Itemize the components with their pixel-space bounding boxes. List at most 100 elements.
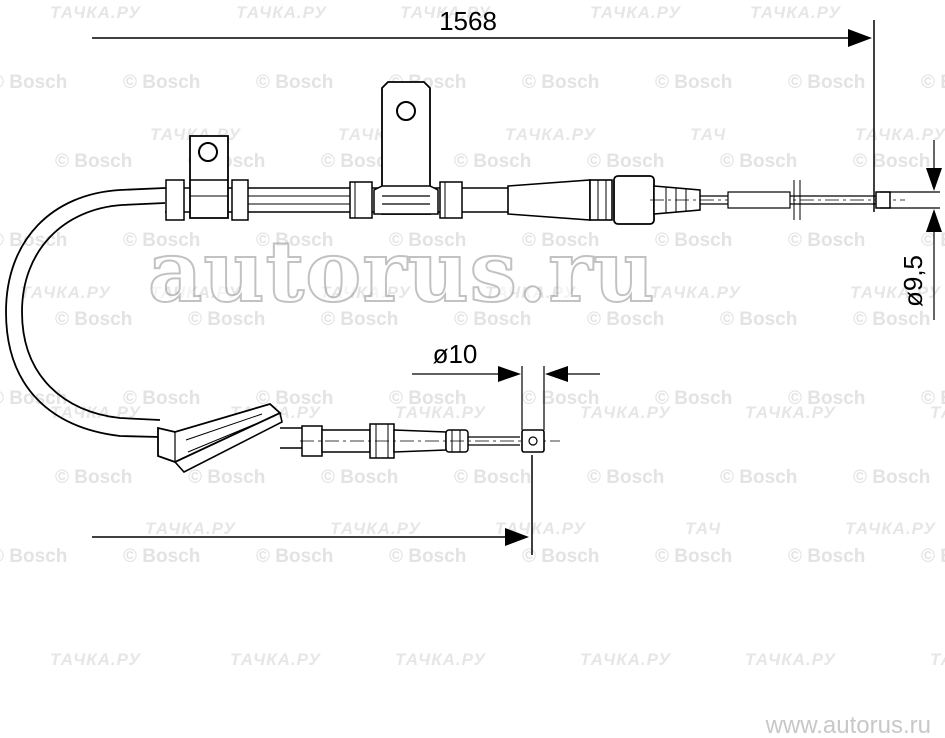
tachka-watermark: ТАЧКА.РУ [590, 3, 681, 22]
bosch-watermark: © Bosch [853, 151, 930, 172]
end-diameter-label: ø9,5 [898, 255, 928, 307]
bottom-reference-dimension [92, 455, 533, 555]
bosch-watermark: © Bosch [256, 72, 333, 93]
bosch-watermark: © Bosch [389, 230, 466, 251]
watermark-layer: © Bosch © Bosch © Bosch © Bosch © Bosch © Bos… [0, 3, 945, 669]
bosch-watermark: © Bosch [188, 467, 265, 488]
tachka-watermark: ТАЧКА.РУ [845, 519, 936, 538]
dimension-arrowhead [926, 209, 942, 232]
bosch-watermark: © Bosch [55, 309, 132, 330]
bosch-watermark: © Bosch [921, 230, 945, 251]
bosch-watermark: © Bosch [0, 230, 67, 251]
dimension-arrowhead [926, 168, 942, 191]
bosch-watermark: © Bosch [655, 388, 732, 409]
tachka-watermark: ТАЧКА.РУ [580, 403, 671, 422]
bosch-watermark: © Bosch [720, 467, 797, 488]
bosch-watermark: © Bosch [921, 72, 945, 93]
bosch-watermark: © Bosch [853, 309, 930, 330]
bosch-watermark: © Bosch [454, 467, 531, 488]
bosch-watermark: © Bosch [321, 467, 398, 488]
tachka-watermark: ТАЧКА.РУ [50, 650, 141, 669]
bosch-watermark: © Bosch [454, 309, 531, 330]
bracket-hole [198, 142, 218, 162]
tachka-watermark: ТАЧКА.РУ [580, 650, 671, 669]
autorus-watermark: autorus.ru [147, 221, 656, 322]
bosch-watermark: © Bosch [587, 309, 664, 330]
tachka-watermark: ТАЧКА.РУ [150, 283, 241, 302]
bosch-watermark: © Bosch [0, 388, 67, 409]
bracket-hole [396, 101, 416, 121]
footer-url: www.autorus.ru [765, 712, 931, 738]
tachka-watermark: ТАЧКА.РУ [400, 3, 491, 22]
bosch-watermark: © Bosch [454, 151, 531, 172]
upper-end-fitting [507, 175, 701, 225]
bosch-watermark: © Bosch [321, 151, 398, 172]
bosch-watermark: © Bosch [655, 546, 732, 567]
middle-mount-bracket [349, 81, 463, 219]
bosch-watermark: © Bosch [522, 72, 599, 93]
bosch-watermark: © Bosch [123, 72, 200, 93]
bosch-watermark: © Bosch [921, 388, 945, 409]
overall-length-dimension: 1568 [92, 6, 875, 212]
fitting-diameter-label: ø10 [433, 339, 478, 369]
bosch-watermark: © Bosch [123, 230, 200, 251]
tachka-watermark: ТАЧКА.РУ [320, 283, 411, 302]
bosch-watermark: © Bosch [522, 388, 599, 409]
tachka-watermark: ТАЧ [685, 519, 721, 538]
lower-cable-assembly [157, 402, 560, 473]
bosch-watermark: © Bosch [720, 309, 797, 330]
upper-cable-assembly [165, 81, 905, 225]
bosch-watermark: © Bosch [522, 546, 599, 567]
tachka-watermark: ТАЧКА.РУ [745, 650, 836, 669]
tachka-watermark: ТАЧКА.РУ [650, 283, 741, 302]
tachka-watermark: ТАЧКА.РУ [855, 125, 945, 144]
bosch-watermark: © Bosch [921, 546, 945, 567]
bosch-watermark: © Bosch [720, 151, 797, 172]
bosch-watermark: © Bosch [522, 230, 599, 251]
tachka-watermark: ТАЧКА.РУ [395, 650, 486, 669]
bosch-watermark: © Bosch [389, 388, 466, 409]
tachka-watermark: ТАЧКА.РУ [50, 3, 141, 22]
dimension-arrowhead [545, 366, 568, 382]
end-diameter-dimension: ø9,5 [880, 140, 942, 320]
tachka-watermark: ТАЧКА.РУ [395, 403, 486, 422]
dimension-arrowhead [505, 528, 529, 546]
bosch-watermark: © Bosch [788, 72, 865, 93]
tachka-watermark: ТАЧКА.РУ [930, 650, 945, 669]
left-mount-bracket [165, 135, 249, 221]
upper-inner-wire [650, 180, 905, 220]
tachka-watermark: ТАЧКА.РУ [230, 650, 321, 669]
cable-end-nipple [875, 191, 891, 209]
bosch-watermark: © Bosch [587, 467, 664, 488]
bosch-watermark: © Bosch [788, 388, 865, 409]
bosch-watermark: © Bosch [188, 309, 265, 330]
tachka-watermark: ТАЧКА.РУ [145, 519, 236, 538]
tachka-watermark: ТАЧКА.РУ [850, 283, 941, 302]
fitting-diameter-dimension: ø10 [412, 339, 600, 430]
bosch-watermark: © Bosch [55, 151, 132, 172]
bosch-watermark: © Bosch [587, 151, 664, 172]
bosch-watermark: © Bosch [321, 309, 398, 330]
cable-sheath [5, 187, 166, 438]
bosch-watermark: © Bosch [853, 467, 930, 488]
tachka-watermark: ТАЧКА.РУ [485, 283, 576, 302]
tachka-watermark: ТАЧКА.РУ [745, 403, 836, 422]
overall-length-label: 1568 [439, 6, 497, 36]
bosch-watermark: © Bosch [123, 546, 200, 567]
bosch-watermark: © Bosch [788, 230, 865, 251]
bosch-watermark: © Bosch [389, 546, 466, 567]
tachka-watermark: ТАЧКА.РУ [20, 283, 111, 302]
bosch-watermark: © Bosch [123, 388, 200, 409]
bosch-watermark: © Bosch [788, 546, 865, 567]
bosch-watermark: © Bosch [655, 230, 732, 251]
bosch-watermark: © Bosch [256, 388, 333, 409]
bosch-watermark: © Bosch [256, 230, 333, 251]
tachka-watermark: ТАЧКА.РУ [505, 125, 596, 144]
tachka-watermark: ТАЧКА.РУ [930, 403, 945, 422]
bosch-watermark: © Bosch [655, 72, 732, 93]
tachka-watermark: ТАЧ [690, 125, 726, 144]
dimension-arrowhead [848, 29, 872, 47]
bosch-watermark: © Bosch [0, 546, 67, 567]
tachka-watermark: ТАЧКА.РУ [330, 519, 421, 538]
